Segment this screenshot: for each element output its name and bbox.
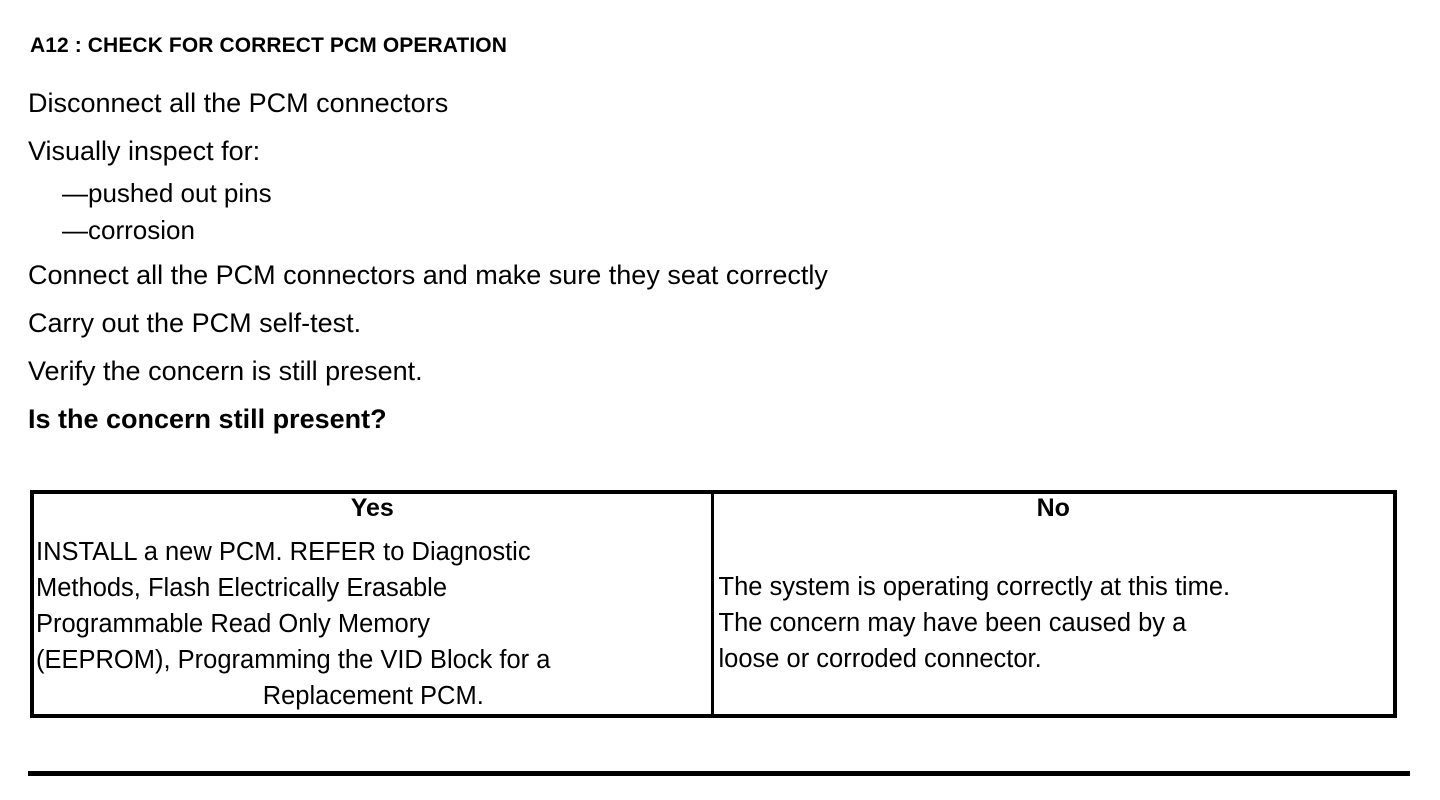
no-action-text: The system is operating correctly at thi… — [714, 569, 1394, 677]
cell-text-line: (EEPROM), Programming the VID Block for … — [36, 646, 551, 674]
cell-text-line: INSTALL a new PCM. REFER to Diagnostic — [36, 538, 531, 566]
instruction-line: Carry out the PCM self-test. — [28, 308, 362, 338]
page-title: A12 : CHECK FOR CORRECT PCM OPERATION — [30, 34, 507, 57]
instruction-bullet: —corrosion — [62, 215, 195, 245]
column-header-no: No — [710, 492, 1395, 532]
instruction-line: Visually inspect for: — [28, 136, 261, 166]
decision-table: Yes No INSTALL a new PCM. REFER to Diagn… — [30, 490, 1397, 718]
table-header-row: Yes No — [32, 492, 1395, 532]
cell-text-line: Replacement PCM. — [262, 682, 484, 710]
cell-text-line: Methods, Flash Electrically Erasable — [36, 574, 448, 602]
no-action-cell: The system is operating correctly at thi… — [710, 532, 1395, 716]
footer-rule — [28, 771, 1410, 776]
cell-text-line: Programmable Read Only Memory — [36, 610, 430, 638]
cell-text-line: The concern may have been caused by a — [718, 609, 1187, 637]
instruction-bullet: —pushed out pins — [62, 178, 272, 208]
column-header-yes: Yes — [350, 494, 394, 522]
cell-text-line: loose or corroded connector. — [718, 645, 1042, 673]
instruction-line: Connect all the PCM connectors and make … — [28, 260, 828, 290]
instruction-line: Disconnect all the PCM connectors — [28, 88, 449, 118]
instruction-line: Verify the concern is still present. — [28, 356, 423, 386]
cell-text-line: The system is operating correctly at thi… — [718, 573, 1231, 601]
instruction-question: Is the concern still present? — [28, 404, 387, 434]
